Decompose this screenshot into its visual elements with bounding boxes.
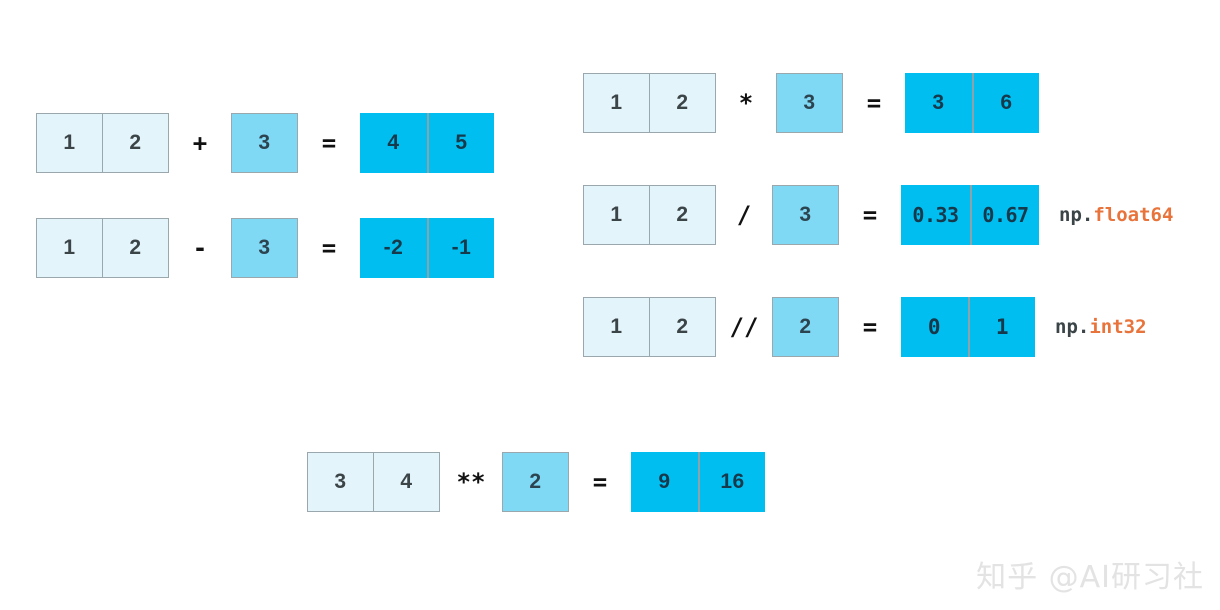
operand-array-power: 3 4 bbox=[307, 452, 440, 512]
result-cell: 6 bbox=[972, 73, 1039, 133]
operand-cell: 1 bbox=[583, 73, 650, 133]
dtype-namespace: np. bbox=[1059, 204, 1094, 226]
scalar-cell: 3 bbox=[772, 185, 839, 245]
result-cell: 4 bbox=[360, 113, 427, 173]
operand-cell: 1 bbox=[36, 218, 103, 278]
dtype-name: float64 bbox=[1093, 204, 1174, 226]
equals-sign: = bbox=[866, 89, 882, 117]
equation-row-power: 3 4 ** 2 = 9 16 bbox=[307, 452, 765, 512]
scalar-box-floor-divide: 2 bbox=[772, 297, 839, 357]
operand-array-subtract: 1 2 bbox=[36, 218, 169, 278]
dtype-label-int32: np.int32 bbox=[1055, 316, 1147, 338]
result-cell: -1 bbox=[427, 218, 494, 278]
dtype-namespace: np. bbox=[1055, 316, 1090, 338]
operand-cell: 2 bbox=[649, 297, 716, 357]
operator-floor-divide: // bbox=[729, 313, 759, 341]
equation-row-subtract: 1 2 - 3 = -2 -1 bbox=[36, 218, 494, 278]
equation-row-add: 1 2 + 3 = 4 5 bbox=[36, 113, 494, 173]
result-cell: 0.67 bbox=[970, 185, 1039, 245]
scalar-box-multiply: 3 bbox=[776, 73, 843, 133]
operator-divide: / bbox=[736, 201, 752, 229]
equals-sign: = bbox=[862, 201, 878, 229]
operand-array-floor-divide: 1 2 bbox=[583, 297, 716, 357]
equation-row-divide: 1 2 / 3 = 0.33 0.67 np.float64 bbox=[583, 185, 1173, 245]
equals-sign: = bbox=[592, 468, 608, 496]
result-cell: 9 bbox=[631, 452, 698, 512]
scalar-cell: 3 bbox=[231, 218, 298, 278]
result-array-power: 9 16 bbox=[631, 452, 765, 512]
result-cell: 1 bbox=[968, 297, 1035, 357]
operand-cell: 2 bbox=[102, 113, 169, 173]
result-array-add: 4 5 bbox=[360, 113, 494, 173]
result-array-multiply: 3 6 bbox=[905, 73, 1039, 133]
operand-cell: 1 bbox=[36, 113, 103, 173]
scalar-cell: 3 bbox=[776, 73, 843, 133]
equation-row-multiply: 1 2 * 3 = 3 6 bbox=[583, 73, 1039, 133]
result-cell: 5 bbox=[427, 113, 494, 173]
operand-cell: 2 bbox=[102, 218, 169, 278]
equation-row-floor-divide: 1 2 // 2 = 0 1 np.int32 bbox=[583, 297, 1147, 357]
scalar-cell: 3 bbox=[231, 113, 298, 173]
operand-cell: 3 bbox=[307, 452, 374, 512]
result-array-subtract: -2 -1 bbox=[360, 218, 494, 278]
scalar-box-add: 3 bbox=[231, 113, 298, 173]
equals-sign: = bbox=[321, 129, 337, 157]
scalar-box-subtract: 3 bbox=[231, 218, 298, 278]
scalar-cell: 2 bbox=[772, 297, 839, 357]
result-array-floor-divide: 0 1 bbox=[901, 297, 1035, 357]
scalar-box-power: 2 bbox=[502, 452, 569, 512]
operator-multiply: * bbox=[738, 89, 754, 117]
operator-subtract: - bbox=[192, 234, 208, 262]
equals-sign: = bbox=[862, 313, 878, 341]
operator-power: ** bbox=[456, 468, 486, 496]
dtype-name: int32 bbox=[1089, 316, 1147, 338]
operand-array-multiply: 1 2 bbox=[583, 73, 716, 133]
watermark: 知乎 @AI研习社 bbox=[976, 560, 1204, 595]
operand-cell: 2 bbox=[649, 185, 716, 245]
result-array-divide: 0.33 0.67 bbox=[901, 185, 1039, 245]
operand-cell: 1 bbox=[583, 185, 650, 245]
operand-cell: 4 bbox=[373, 452, 440, 512]
operand-array-add: 1 2 bbox=[36, 113, 169, 173]
operand-cell: 1 bbox=[583, 297, 650, 357]
dtype-label-float64: np.float64 bbox=[1059, 204, 1173, 226]
result-cell: 0 bbox=[901, 297, 968, 357]
result-cell: 16 bbox=[698, 452, 765, 512]
result-cell: 3 bbox=[905, 73, 972, 133]
equals-sign: = bbox=[321, 234, 337, 262]
operand-cell: 2 bbox=[649, 73, 716, 133]
operator-add: + bbox=[192, 129, 208, 157]
scalar-cell: 2 bbox=[502, 452, 569, 512]
scalar-box-divide: 3 bbox=[772, 185, 839, 245]
result-cell: -2 bbox=[360, 218, 427, 278]
result-cell: 0.33 bbox=[901, 185, 970, 245]
operand-array-divide: 1 2 bbox=[583, 185, 716, 245]
